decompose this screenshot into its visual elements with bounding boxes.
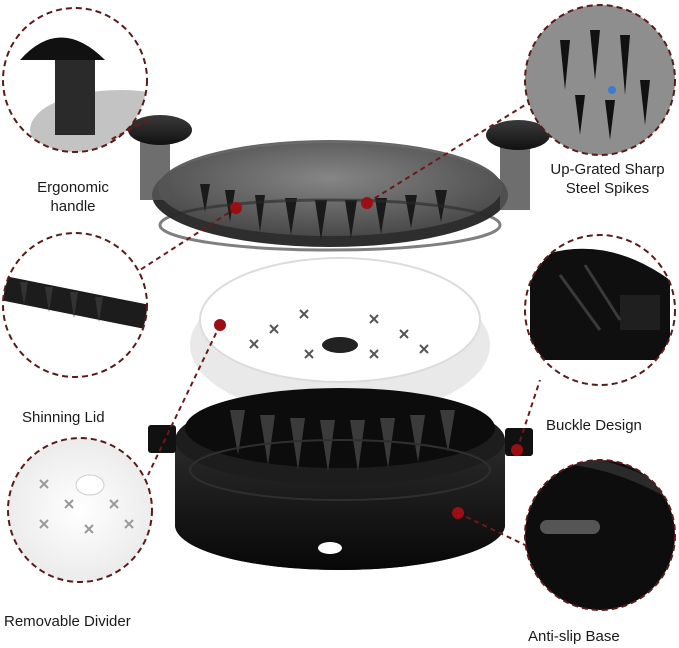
leader-dots bbox=[214, 197, 523, 519]
label-ergonomic-handle: Ergonomic handle bbox=[37, 179, 109, 215]
grinder-lid bbox=[152, 140, 508, 252]
callout-divider bbox=[7, 437, 153, 583]
label-buckle-design: Buckle Design bbox=[546, 417, 642, 434]
callout-lid-edge bbox=[2, 232, 148, 378]
callout-buckle bbox=[524, 234, 676, 386]
callout-antislip bbox=[524, 459, 676, 611]
lid-handle-right bbox=[486, 120, 550, 210]
divider-plate bbox=[190, 257, 490, 417]
label-sharp-spikes-line2: Steel Spikes bbox=[565, 180, 650, 197]
callout-spikes bbox=[524, 4, 676, 156]
label-antislip-base: Anti-slip Base bbox=[528, 628, 620, 645]
callout-handle bbox=[2, 7, 148, 153]
label-sharp-spikes-line1: Up-Grated Sharp bbox=[550, 161, 665, 178]
lid-spikes bbox=[200, 184, 447, 240]
base-spikes bbox=[230, 410, 455, 472]
grinder-base bbox=[148, 388, 533, 570]
label-shinning-lid: Shinning Lid bbox=[22, 409, 105, 426]
buckle-tab-left bbox=[148, 425, 176, 453]
label-sharp-spikes: Up-Grated Sharp Steel Spikes bbox=[540, 160, 675, 198]
leader-lines bbox=[109, 104, 541, 546]
label-removable-divider: Removable Divider bbox=[4, 613, 131, 630]
divider-cross-marks bbox=[249, 309, 429, 359]
